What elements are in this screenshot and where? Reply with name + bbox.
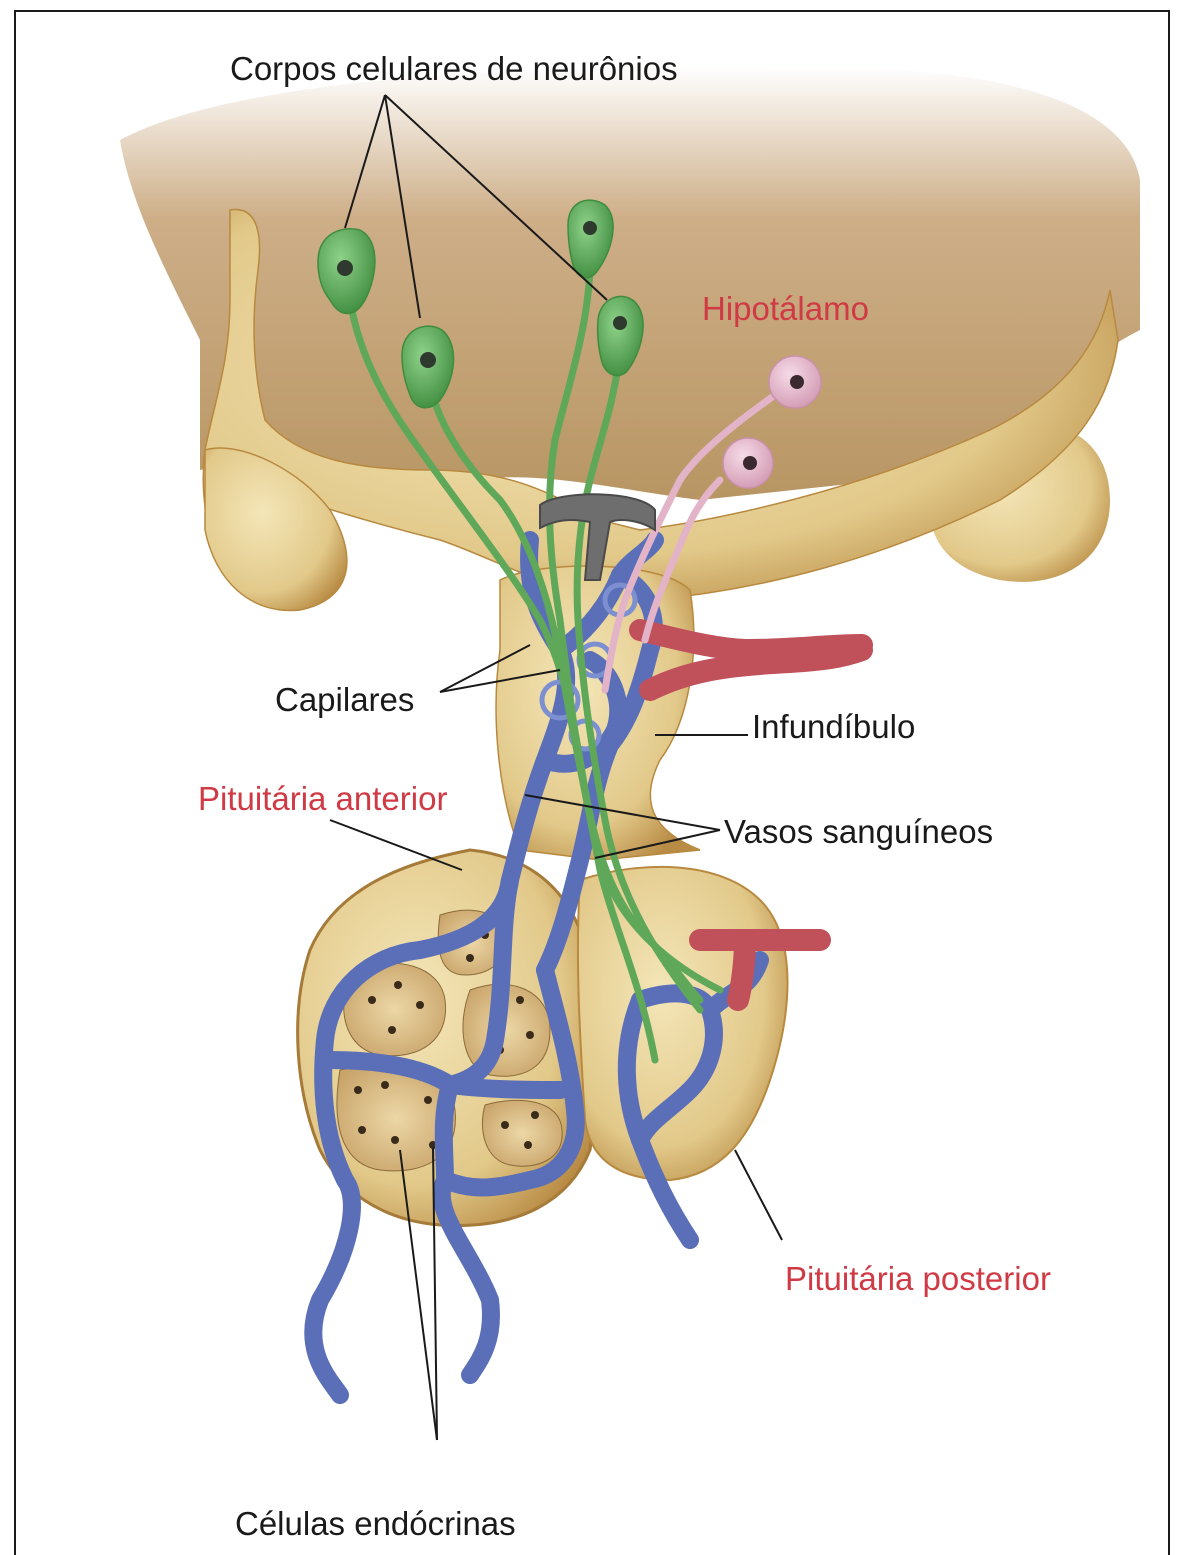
label-capillaries: Capilares (275, 681, 414, 718)
label-infundibulum: Infundíbulo (752, 708, 915, 745)
label-blood-vessels: Vasos sanguíneos (724, 813, 993, 850)
label-neuron-bodies: Corpos celulares de neurônios (230, 50, 678, 87)
label-endocrine-cells: Células endócrinas (235, 1505, 516, 1542)
label-posterior-pituitary: Pituitária posterior (785, 1260, 1051, 1297)
label-anterior-pituitary: Pituitária anterior (198, 780, 447, 817)
label-hypothalamus: Hipotálamo (702, 290, 869, 327)
